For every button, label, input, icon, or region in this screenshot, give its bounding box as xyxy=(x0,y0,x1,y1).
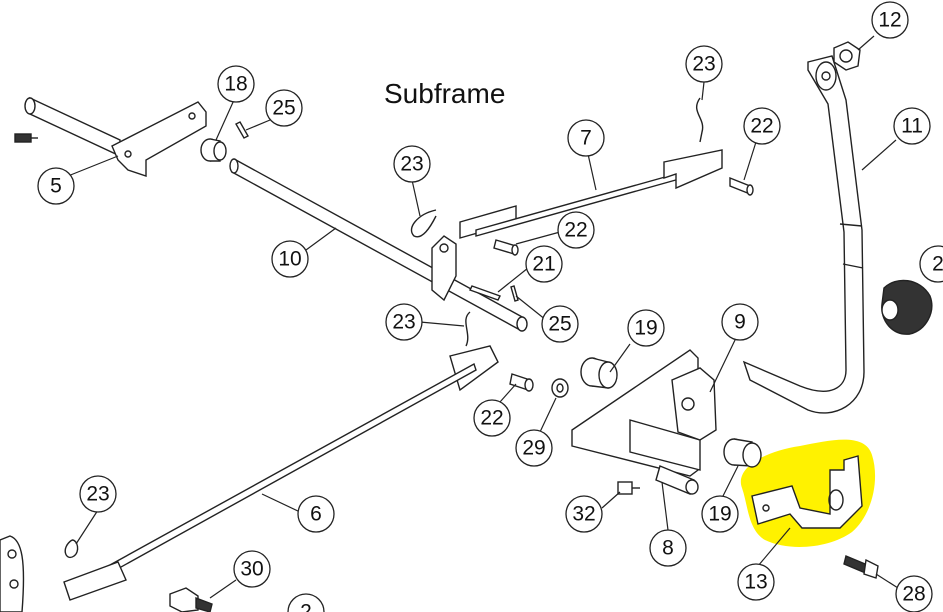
part-22-pin-a xyxy=(729,176,754,196)
part-30-bolt xyxy=(169,587,213,612)
callout-9: 9 xyxy=(721,303,759,341)
svg-text:21: 21 xyxy=(532,253,555,276)
leader-lines xyxy=(67,35,899,599)
part-bolt-left xyxy=(14,133,38,143)
svg-text:22: 22 xyxy=(564,219,587,242)
callout-21: 21 xyxy=(525,245,563,283)
svg-text:22: 22 xyxy=(480,407,503,430)
svg-text:30: 30 xyxy=(240,558,263,581)
part-25-cotter-pin-lower xyxy=(510,285,519,302)
part-22-pin-b xyxy=(493,239,519,256)
svg-text:23: 23 xyxy=(86,483,109,506)
part-19-bushing-b xyxy=(723,438,762,468)
part-13-bracket xyxy=(751,455,863,529)
part-23-hairpin-a xyxy=(695,97,704,143)
callout-22-lower: 22 xyxy=(473,399,511,437)
part-32-bolt xyxy=(617,481,640,495)
callout-8: 8 xyxy=(649,529,687,567)
callout-30: 30 xyxy=(233,550,271,588)
svg-text:25: 25 xyxy=(548,313,571,336)
callout-19-lower: 19 xyxy=(701,495,739,533)
svg-text:22: 22 xyxy=(750,115,773,138)
part-21-key xyxy=(469,285,501,301)
svg-text:19: 19 xyxy=(634,317,657,340)
callout-2-right-edge: 2 xyxy=(919,245,943,283)
part-5-shaft-bracket xyxy=(24,96,207,177)
part-23-hairpin-b xyxy=(410,209,437,238)
callout-2-bottom: 2 xyxy=(287,593,325,612)
svg-text:25: 25 xyxy=(272,97,295,120)
svg-text:19: 19 xyxy=(708,503,731,526)
callout-22-mid: 22 xyxy=(557,211,595,249)
callout-25-lower: 25 xyxy=(541,305,579,343)
part-19-bushing-a xyxy=(580,357,618,389)
callout-23-lower-left: 23 xyxy=(79,475,117,513)
callout-7: 7 xyxy=(567,119,605,157)
svg-text:9: 9 xyxy=(734,311,746,334)
callout-25-upper: 25 xyxy=(265,89,303,127)
part-9-bracket-assembly xyxy=(571,349,717,495)
svg-text:2: 2 xyxy=(932,253,943,276)
part-12-nut xyxy=(833,41,861,71)
callout-22-upper-right: 22 xyxy=(743,107,781,145)
callout-18: 18 xyxy=(217,65,255,103)
callout-23-upper-right: 23 xyxy=(685,45,723,83)
callout-23-mid: 23 xyxy=(393,145,431,183)
part-7-link-rod xyxy=(459,149,723,239)
callout-23-lower-mid: 23 xyxy=(385,303,423,341)
callout-11: 11 xyxy=(893,107,931,145)
part-plate-bottom-left xyxy=(0,535,25,612)
part-23-hairpin-c xyxy=(465,311,471,347)
svg-text:23: 23 xyxy=(692,53,715,76)
svg-text:32: 32 xyxy=(572,503,595,526)
svg-text:29: 29 xyxy=(522,437,545,460)
part-29-washer xyxy=(551,378,569,398)
svg-text:2: 2 xyxy=(300,601,312,612)
svg-text:12: 12 xyxy=(878,9,901,32)
callout-19-upper: 19 xyxy=(627,309,665,347)
part-knob-right xyxy=(881,279,933,335)
callout-32: 32 xyxy=(565,495,603,533)
callout-13: 13 xyxy=(737,563,775,601)
part-11-handle xyxy=(742,55,865,414)
svg-text:5: 5 xyxy=(50,175,62,198)
part-10-long-rod xyxy=(229,158,528,332)
callout-29: 29 xyxy=(515,429,553,467)
part-25-cotter-pin-upper xyxy=(235,121,249,139)
callout-12: 12 xyxy=(871,1,909,39)
svg-text:8: 8 xyxy=(662,537,674,560)
callout-5: 5 xyxy=(37,167,75,205)
callout-6: 6 xyxy=(297,495,335,533)
svg-text:23: 23 xyxy=(400,153,423,176)
svg-text:13: 13 xyxy=(744,571,767,594)
callout-10: 10 xyxy=(271,240,309,278)
part-22-pin-c xyxy=(509,373,534,392)
part-6-long-link-rod xyxy=(63,345,499,601)
part-18-bushing xyxy=(200,138,227,162)
svg-text:23: 23 xyxy=(392,311,415,334)
svg-text:11: 11 xyxy=(901,115,923,138)
svg-text:18: 18 xyxy=(224,73,247,96)
part-28-bolt xyxy=(843,555,879,579)
diagram-title: Subframe xyxy=(384,78,506,109)
svg-text:6: 6 xyxy=(310,503,322,526)
svg-text:7: 7 xyxy=(580,127,592,150)
part-23-hairpin-d xyxy=(64,539,79,559)
callout-28: 28 xyxy=(895,575,933,612)
svg-text:10: 10 xyxy=(278,248,301,271)
svg-text:28: 28 xyxy=(902,583,925,606)
